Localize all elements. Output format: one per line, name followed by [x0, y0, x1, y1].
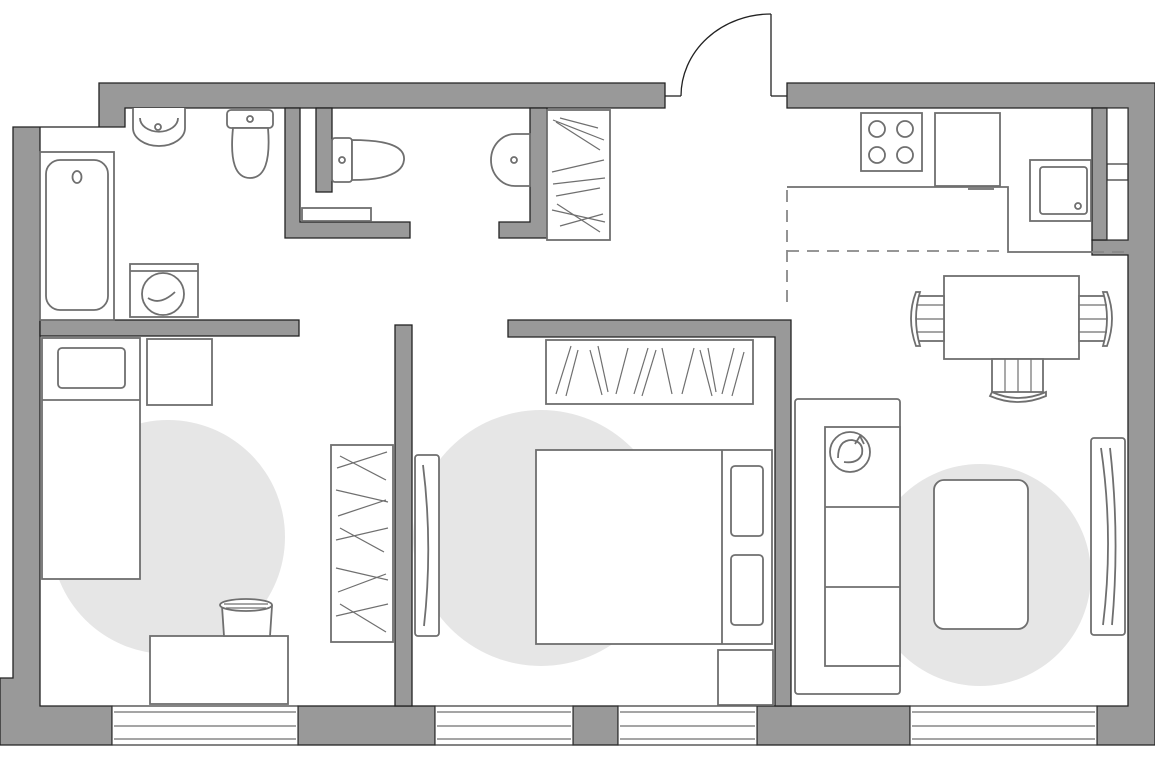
hallway-sink [490, 133, 531, 187]
wall-toilet-room [284, 107, 411, 239]
wall-kids-bedroom [394, 324, 413, 707]
bottom-wall-segment-3 [756, 705, 911, 746]
bedroom-wardrobe [545, 339, 754, 405]
cooktop [860, 112, 923, 172]
double-bed [535, 449, 773, 645]
coffee-table [933, 479, 1029, 630]
bathroom-sink [132, 108, 186, 147]
bottom-wall-segment-1 [297, 705, 436, 746]
hallway [490, 109, 611, 241]
toilet-room [301, 137, 405, 222]
bedroom-radiator [414, 454, 440, 637]
dining-table [943, 275, 1080, 360]
kitchen-counter [787, 186, 1092, 253]
hallway-wardrobe [546, 109, 611, 241]
wall-hall-closet [498, 107, 548, 239]
wall-bathroom-bottom [39, 319, 300, 337]
wall-toilet-divider [315, 107, 333, 193]
kids-room [41, 337, 394, 705]
bathtub [39, 151, 115, 321]
bedroom-nightstand [717, 649, 774, 706]
washing-machine [129, 263, 199, 318]
wall-bedroom-living [507, 319, 792, 707]
cat-icon [829, 431, 871, 473]
single-bed [41, 337, 141, 580]
living-room [794, 398, 1126, 695]
window-kitchen [1106, 107, 1129, 241]
kitchen [786, 112, 1128, 305]
dining-area [910, 275, 1113, 403]
kids-desk [149, 635, 289, 705]
walls [0, 82, 1155, 746]
window-4 [909, 705, 1098, 746]
chair-right [1078, 291, 1113, 347]
entrance-door [665, 13, 787, 97]
chair-left [910, 291, 945, 347]
kids-wardrobe [330, 444, 394, 643]
sofa [794, 398, 901, 695]
wall-kitchen-column [1091, 107, 1108, 241]
window-1 [111, 705, 299, 746]
bathroom [39, 108, 274, 321]
windows [111, 107, 1129, 746]
kitchen-cabinet [934, 112, 1001, 190]
kids-nightstand [146, 338, 213, 406]
toilet [331, 137, 405, 183]
bathroom-toilet [226, 109, 274, 179]
kids-stool [219, 598, 273, 637]
living-radiator [1090, 437, 1126, 636]
window-2 [434, 705, 574, 746]
bedroom [414, 339, 774, 706]
toilet-room-shelf [301, 207, 372, 222]
kitchen-sink [1029, 159, 1092, 222]
window-3 [617, 705, 758, 746]
chair-bottom [988, 358, 1047, 403]
bottom-wall-segment-2 [572, 705, 619, 746]
